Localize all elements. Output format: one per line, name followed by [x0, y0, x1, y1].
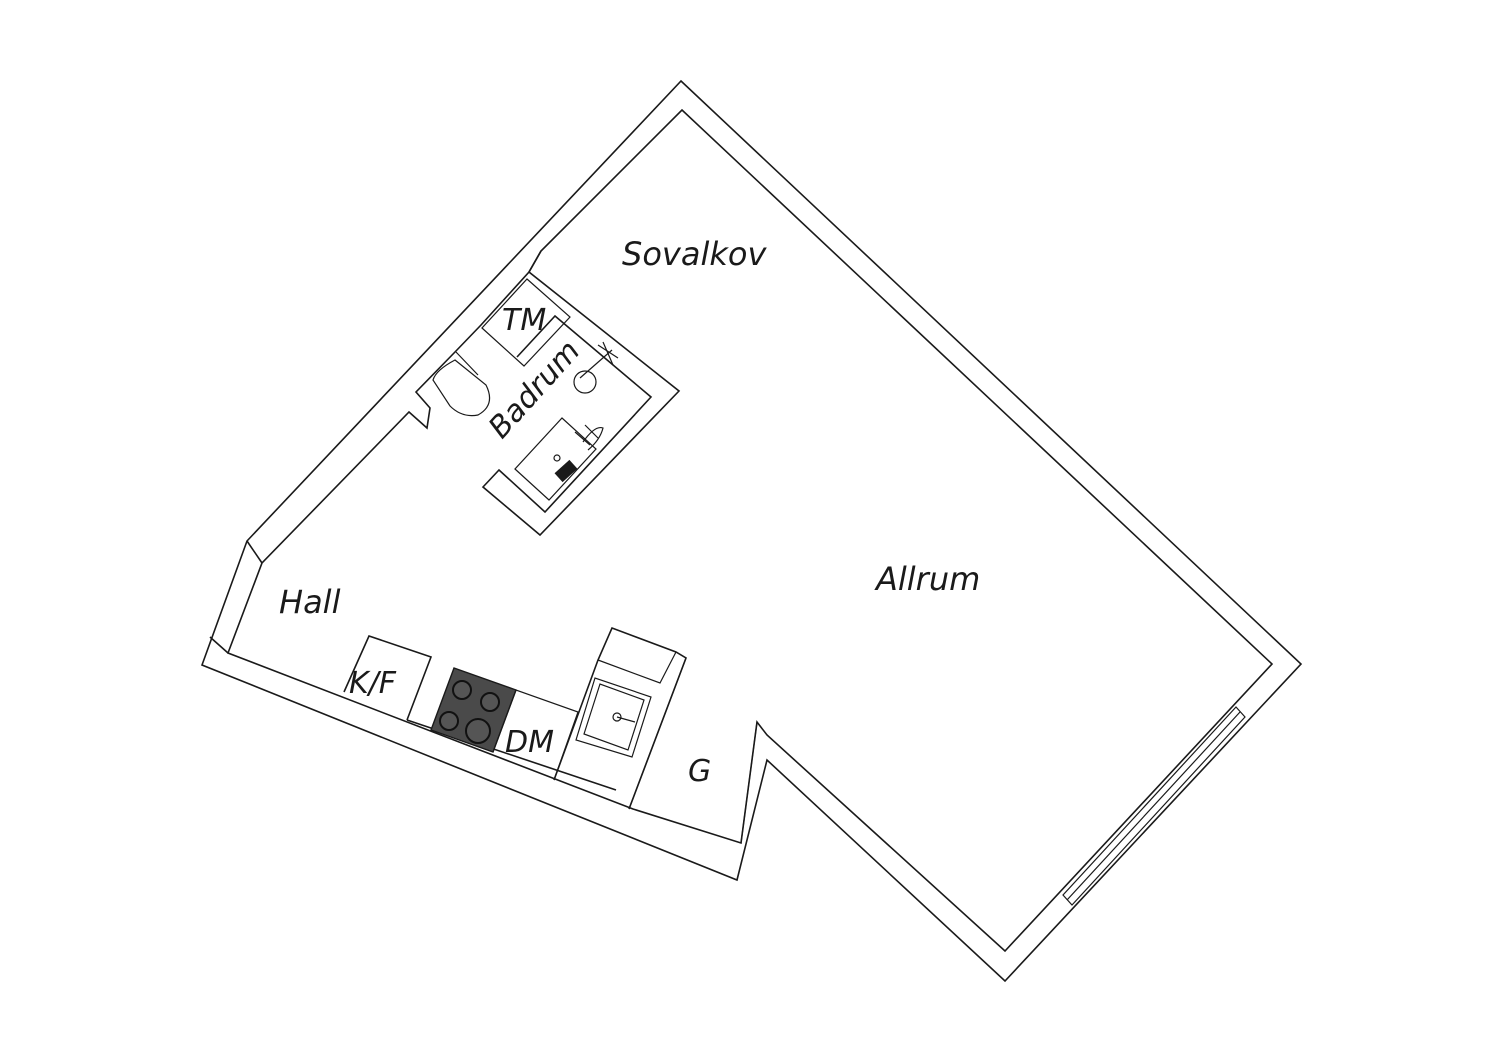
kitchen-counter	[343, 635, 433, 721]
room-label-g: G	[688, 754, 711, 789]
stove-icon	[430, 667, 517, 753]
shower-head-icon	[553, 454, 561, 462]
room-label-hall: Hall	[279, 583, 341, 621]
g-closet	[628, 657, 758, 844]
room-label-badrum: Badrum	[482, 334, 587, 446]
window-icon	[1062, 706, 1246, 906]
shower-box	[514, 417, 597, 501]
sink-cabinet-top	[597, 651, 677, 684]
sink-cabinet	[553, 626, 687, 810]
room-label-dm: DM	[505, 725, 554, 760]
room-label-allrum: Allrum	[874, 560, 980, 598]
tm-cupboard	[481, 278, 571, 367]
hall-door	[209, 540, 263, 654]
kitchen-sink-icon	[575, 677, 652, 758]
bath-sink-icon	[573, 341, 619, 394]
room-label-kf: K/F	[349, 666, 397, 701]
outer-wall	[200, 79, 1303, 983]
room-label-tm: TM	[502, 303, 546, 338]
room-label-sovalkov: Sovalkov	[622, 235, 767, 273]
toilet-icon	[432, 351, 491, 417]
bathroom-walls	[481, 250, 681, 537]
bath-fixture-icon	[574, 424, 604, 451]
bath-tap-icon	[554, 459, 578, 483]
inner-wall	[226, 108, 1274, 953]
